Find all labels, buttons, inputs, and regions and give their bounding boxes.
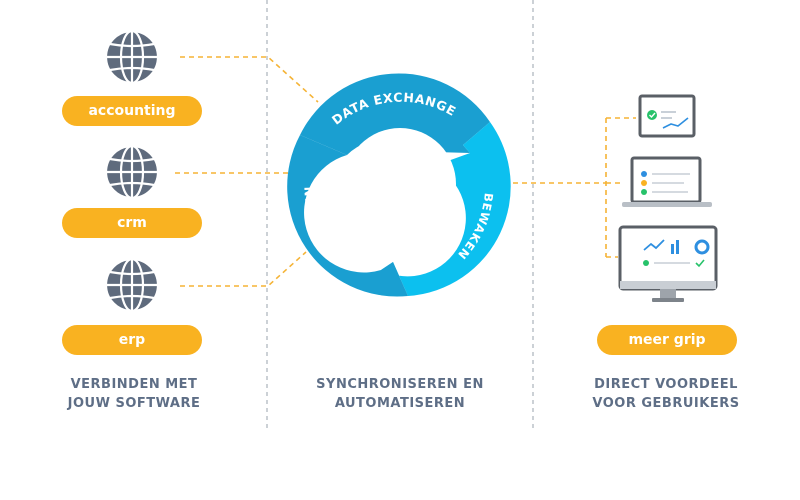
monitor-icon bbox=[638, 94, 696, 138]
caption-sync: SYNCHRONISEREN EN AUTOMATISEREN bbox=[280, 375, 520, 413]
cycle-segment-data-exchange bbox=[300, 73, 490, 166]
globe-icon bbox=[104, 144, 160, 200]
source-pill-accounting: accounting bbox=[62, 96, 202, 126]
caption-connect: VERBINDEN MET JOUW SOFTWARE bbox=[14, 375, 254, 413]
caption-benefit: DIRECT VOORDEEL VOOR GEBRUIKERS bbox=[546, 375, 786, 413]
caption-benefit-line2: VOOR GEBRUIKERS bbox=[592, 396, 740, 411]
source-connectors bbox=[175, 56, 319, 287]
cycle-segment-bewaken bbox=[381, 122, 511, 296]
caption-connect-line1: VERBINDEN MET bbox=[70, 377, 198, 392]
source-pill-erp: erp bbox=[62, 325, 202, 355]
caption-benefit-line1: DIRECT VOORDEEL bbox=[594, 377, 738, 392]
globe-icon bbox=[104, 29, 160, 85]
caption-sync-line1: SYNCHRONISEREN EN bbox=[316, 377, 484, 392]
device-connectors bbox=[513, 117, 636, 258]
source-pill-crm: crm bbox=[62, 208, 202, 238]
desktop-icon bbox=[618, 225, 718, 302]
caption-connect-line2: JOUW SOFTWARE bbox=[67, 396, 201, 411]
cycle-ring bbox=[287, 73, 511, 297]
result-pill: meer grip bbox=[597, 325, 737, 355]
laptop-icon bbox=[622, 156, 712, 207]
cycle-segment-verbinden bbox=[287, 135, 408, 297]
segment-label-verbinden: VERBINDEN bbox=[302, 185, 347, 267]
caption-sync-line2: AUTOMATISEREN bbox=[334, 396, 466, 411]
globe-icon bbox=[104, 257, 160, 313]
